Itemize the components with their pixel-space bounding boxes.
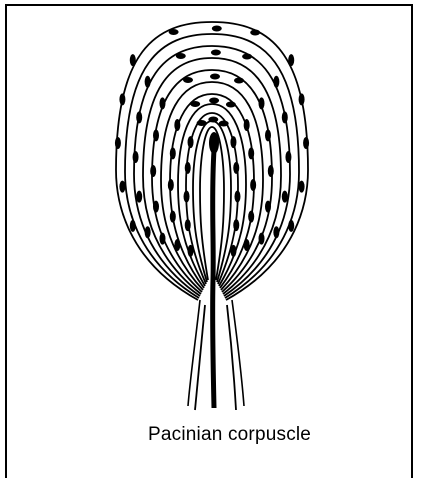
lamella-nucleus [259,233,265,245]
lamella-nucleus [174,239,180,251]
lamella-nucleus [288,54,294,66]
lamella-nucleus [299,181,305,193]
lamella-nucleus [273,226,279,238]
figure-caption: Pacinian corpuscle [148,424,311,446]
lamella-nucleus [197,120,207,126]
lamella-nucleus [288,220,294,232]
lamella-nucleus [219,121,229,127]
lamella-nucleus [145,226,151,238]
lamella-nucleus [133,151,139,163]
lamella-nucleus [230,245,236,257]
lamella-nucleus [119,93,125,105]
lamella-nucleus [282,111,288,123]
lamella-nucleus [265,129,271,141]
lamella-nucleus [209,98,219,104]
lamella-nucleus [282,191,288,203]
lamella-nucleus [130,220,136,232]
lamella-nucleus [250,179,256,191]
lamella-nucleus [233,219,239,231]
axon [213,150,214,408]
lamella-nucleus [285,151,291,163]
nerve-sheath [195,305,205,410]
lamella-nucleus [259,97,265,109]
axon-terminal [209,132,219,154]
lamella-nucleus [168,179,174,191]
lamella-nucleus [176,53,186,59]
lamella-nucleus [248,147,254,159]
lamella-nucleus [230,136,236,148]
lamella-nucleus [299,93,305,105]
lamella-nucleus [115,137,121,149]
lamella-nucleus [268,165,274,177]
lamella-nucleus [250,30,260,36]
nerve-sheath [232,300,244,406]
lamella-nucleus [159,97,165,109]
lamella-nucleus [226,102,236,108]
lamella-nucleus [303,137,309,149]
lamella-nucleus [150,165,156,177]
lamella-nucleus [265,201,271,213]
lamella-nucleus [234,191,240,203]
lamella-nucleus [248,211,254,223]
lamella-nucleus [185,219,191,231]
lamella-nucleus [212,26,222,32]
lamella-nucleus [136,191,142,203]
lamella-nucleus [153,201,159,213]
nerve-sheath [188,300,200,406]
lamella-nucleus [184,191,190,203]
lamella-nucleus [273,76,279,88]
lamella-nucleus [183,77,193,83]
lamella-nucleus [119,181,125,193]
lamella-nucleus [136,111,142,123]
lamella-nucleus [233,162,239,174]
lamella-nucleus [153,129,159,141]
lamella-nucleus [242,54,252,60]
lamella-nucleus [244,239,250,251]
lamella-nucleus [130,54,136,66]
lamella-nucleus [170,211,176,223]
lamella-nucleus [170,147,176,159]
lamella-nucleus [188,136,194,148]
lamella-nucleus [188,245,194,257]
lamella-nucleus [159,233,165,245]
lamella-nucleus [208,117,218,123]
lamella-nucleus [174,119,180,131]
lamella-nucleus [211,50,221,56]
lamella-nucleus [244,119,250,131]
lamella-nucleus [234,78,244,84]
lamella-nucleus [190,101,200,107]
lamella-nucleus [169,29,179,35]
lamella-nucleus [185,162,191,174]
lamella-nucleus [210,74,220,80]
lamella-nucleus [145,76,151,88]
